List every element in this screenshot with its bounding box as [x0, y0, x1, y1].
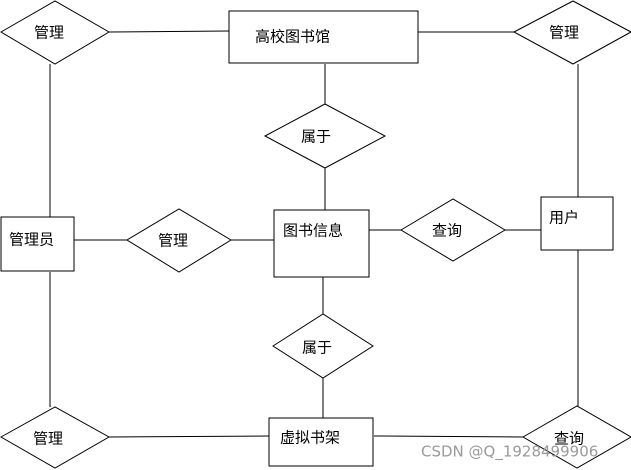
relation-belongs-bottom: 属于	[272, 313, 374, 379]
entity-book-info-label: 图书信息	[283, 222, 343, 240]
watermark: CSDN @Q_1928499906	[421, 443, 598, 462]
entity-user: 用户	[540, 196, 614, 251]
entity-user-label: 用户	[549, 209, 579, 227]
entity-admin: 管理员	[0, 216, 75, 272]
relation-manage-top-left-label: 管理	[34, 24, 64, 42]
entity-library-label: 高校图书馆	[255, 28, 330, 46]
relation-manage-bottom-left: 管理	[0, 406, 111, 469]
entity-virtual-shelf-label: 虚拟书架	[280, 429, 340, 447]
line-manage-shelf	[108, 435, 270, 438]
relation-manage-bottom-left-label: 管理	[33, 430, 63, 448]
line-manage-library	[108, 30, 230, 33]
entity-virtual-shelf: 虚拟书架	[268, 417, 374, 467]
entity-library: 高校图书馆	[228, 10, 419, 64]
relation-manage-middle: 管理	[126, 208, 232, 273]
relation-belongs-bottom-label: 属于	[302, 339, 332, 357]
relation-manage-top-right-label: 管理	[549, 24, 579, 42]
connector-lines	[49, 30, 579, 438]
line-shelf-query	[373, 435, 524, 438]
relation-query-bottom-right: 查询	[521, 405, 631, 469]
relation-query-middle: 查询	[400, 198, 506, 262]
relation-query-bottom-right-label: 查询	[554, 430, 584, 448]
relation-belongs-top: 属于	[263, 103, 387, 169]
relation-manage-top-right: 管理	[512, 0, 631, 65]
entity-book-info: 图书信息	[273, 209, 370, 278]
relation-belongs-top-label: 属于	[301, 128, 331, 146]
relation-manage-middle-label: 管理	[158, 232, 188, 250]
entity-admin-label: 管理员	[9, 231, 54, 249]
relation-query-middle-label: 查询	[432, 222, 462, 240]
relation-manage-top-left: 管理	[0, 0, 110, 65]
